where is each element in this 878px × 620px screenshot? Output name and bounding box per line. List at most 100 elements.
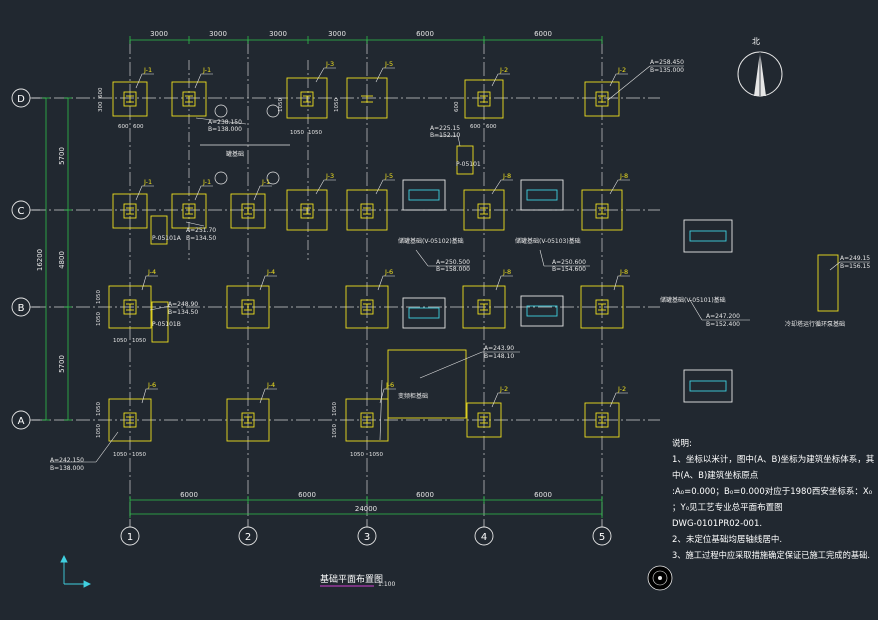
tag-J6: J-6 [147, 381, 156, 389]
coord-label: A=248.90 [168, 301, 198, 308]
notes-heading: 说明: [672, 438, 692, 449]
small-dim: 1050 [113, 338, 127, 344]
coord-label: A=247.200 [706, 313, 740, 320]
footings [108, 77, 839, 442]
footing-J8-C6 [463, 189, 505, 231]
coord-label: A=225.15 [430, 125, 460, 132]
coord-label: B=158.000 [436, 266, 470, 273]
footing-J2-A4 [466, 402, 502, 438]
tag-J1: J-1 [202, 178, 211, 186]
footing-J3-D3 [286, 77, 328, 119]
footing-J5-C5 [346, 189, 388, 231]
notes-line: ；Y₀见工艺专业总平面布置图 [672, 502, 783, 513]
coord-label: B=138.000 [50, 465, 84, 472]
coord-label: B=152.10 [430, 132, 460, 139]
small-dim: 1050 [308, 130, 322, 136]
footing-J8-C7 [581, 189, 623, 231]
bottom-dim: 6000 [180, 491, 198, 499]
tag-J8: J-8 [619, 172, 628, 180]
small-dim: 1050 [113, 452, 127, 458]
tag-J4: J-4 [266, 381, 275, 389]
equipment [402, 179, 733, 403]
axis-label-D: D [17, 94, 25, 105]
coord-label: B=138.000 [208, 126, 242, 133]
big-equipment-footing [387, 349, 467, 419]
equipment-label: 储罐基础(V-05101)基础 [660, 296, 726, 304]
axis-label-1: 1 [127, 532, 133, 543]
coord-label: B=134.50 [168, 309, 198, 316]
small-dim: 1050 [350, 452, 364, 458]
grid-lines [32, 40, 660, 520]
pump-label: P-05101B [152, 321, 181, 328]
reference-label: 罐基础 [226, 150, 244, 158]
drawing-title: 基础平面布置图 [320, 573, 383, 585]
tag-J2: J-2 [499, 385, 508, 393]
side-title: 冷却塔运行循环泵基础 [785, 320, 845, 328]
north-label: 北 [752, 37, 760, 46]
small-dim: 1050 [132, 452, 146, 458]
coord-label: A=250.600 [552, 259, 586, 266]
small-dim: 1050 [332, 402, 338, 416]
tag-J1: J-1 [143, 178, 152, 186]
coord-label: A=243.90 [484, 345, 514, 352]
axis-label-C: C [18, 206, 25, 217]
small-dim: 1050 [132, 338, 146, 344]
top-dimensions: 3000 3000 3000 3000 6000 6000 [150, 30, 552, 38]
dimension-lines [42, 36, 603, 518]
tag-J2: J-2 [499, 66, 508, 74]
footing-tags: J-1 J-1 J-3 J-5 J-2 J-2 J-1 J-1 J-1 J-3 … [143, 60, 628, 393]
coordinate-labels: A=258.450 B=135.000 A=238.150 B=138.000 … [50, 59, 870, 472]
footing-J5-D4 [346, 77, 388, 119]
footing-J6-B3 [345, 285, 389, 329]
coord-label: A=242.150 [50, 457, 84, 464]
top-dim: 3000 [328, 30, 346, 38]
tag-J8: J-8 [502, 268, 511, 276]
footing-J1-C1 [112, 193, 148, 229]
bottom-dimensions: 6000 6000 6000 6000 24000 [180, 491, 552, 513]
small-dim: 1050 [96, 290, 102, 304]
small-dim: 1050 [278, 98, 284, 112]
side-footing [817, 254, 839, 312]
axis-label-B: B [18, 303, 25, 314]
equipment-label: 储罐基础(V-05103)基础 [515, 237, 581, 245]
tag-J5: J-5 [384, 172, 393, 180]
notes-line: :A₀=0.000；B₀=0.000对应于1980西安坐标系：X₀ [672, 486, 873, 497]
left-total: 16200 [36, 249, 44, 271]
small-dim: 300 [98, 101, 104, 112]
tag-J1: J-1 [261, 178, 270, 186]
left-dim: 5700 [58, 355, 66, 373]
top-dim: 6000 [534, 30, 552, 38]
small-dim: 1050 [96, 312, 102, 326]
footing-J4-A2 [226, 398, 270, 442]
small-dim: 600 [98, 87, 104, 98]
tag-J2: J-2 [617, 66, 626, 74]
left-dim: 5700 [58, 147, 66, 165]
axis-labels: D C B A 1 2 3 4 5 [17, 94, 605, 543]
small-dim: 1050 [96, 424, 102, 438]
notes-block: 说明: 1、坐标以米计，图中(A、B)坐标为建筑坐标体系，其 中(A、B)建筑坐… [672, 438, 875, 561]
north-arrow-icon [737, 51, 783, 97]
coord-label: A=258.450 [650, 59, 684, 66]
footing-J4-B2 [226, 285, 270, 329]
tag-J2: J-2 [617, 385, 626, 393]
footing-J8-B4 [462, 285, 506, 329]
coord-label: B=156.15 [840, 263, 870, 270]
coord-label: A=249.15 [840, 255, 870, 262]
coord-label: A=238.150 [208, 119, 242, 126]
footing-J2-D6 [584, 81, 620, 117]
tag-J8: J-8 [502, 172, 511, 180]
small-dim: 600 [118, 124, 129, 130]
ucs-icon [60, 554, 92, 588]
small-dim: 600 [486, 124, 497, 130]
tag-J4: J-4 [266, 268, 275, 276]
top-dim: 3000 [209, 30, 227, 38]
footing-J1-D2 [171, 81, 207, 117]
small-dim: 1050 [369, 452, 383, 458]
bottom-dim: 6000 [298, 491, 316, 499]
bottom-dim: 6000 [534, 491, 552, 499]
seal-icon [647, 565, 673, 591]
tag-J5: J-5 [384, 60, 393, 68]
small-dim: 1050 [96, 402, 102, 416]
coord-label: B=148.10 [484, 353, 514, 360]
